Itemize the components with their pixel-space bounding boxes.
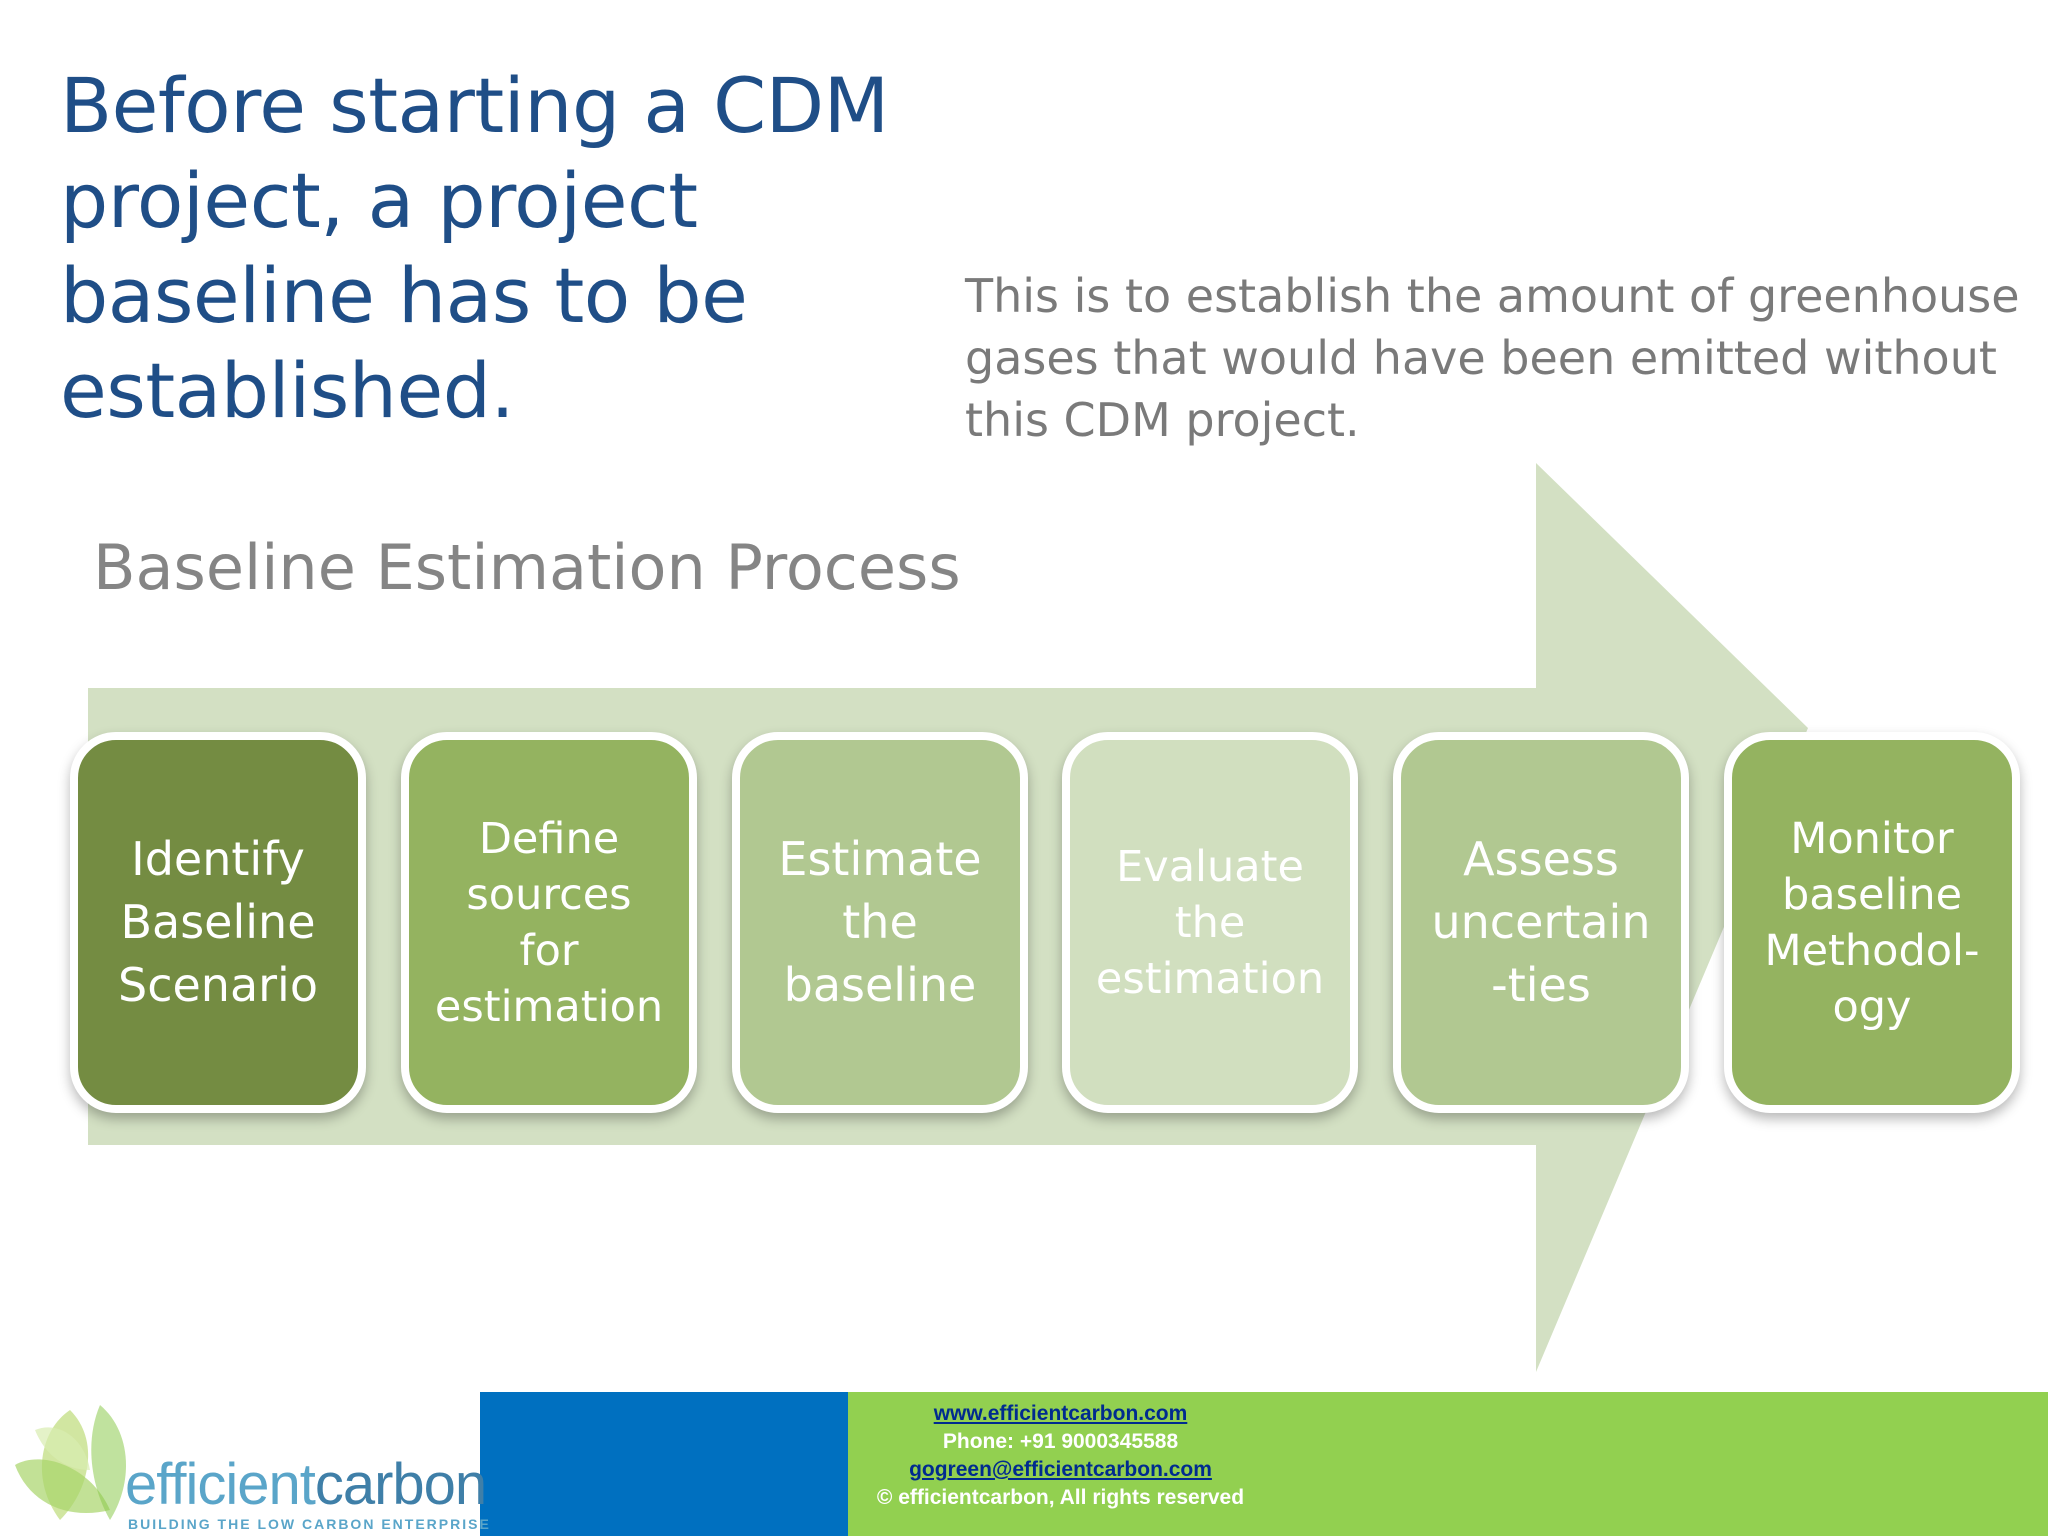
contact-info: www.efficientcarbon.com Phone: +91 90003… [848, 1400, 1273, 1512]
step-label: Evaluate the estimation [1095, 841, 1325, 1004]
logo-word-carbon: carbon [314, 1452, 487, 1517]
step-label: Define sources for estimation [434, 813, 664, 1032]
logo-tagline: BUILDING THE LOW CARBON ENTERPRISE [128, 1516, 491, 1532]
step-identify-baseline-scenario: Identify Baseline Scenario [70, 732, 366, 1113]
step-evaluate-estimation: Evaluate the estimation [1062, 732, 1358, 1113]
step-label: Identify Baseline Scenario [118, 832, 318, 1012]
step-label: Monitor baseline Methodol- ogy [1764, 813, 1980, 1032]
phone-number: Phone: +91 9000345588 [942, 1430, 1179, 1453]
step-assess-uncertainties: Assess uncertain -ties [1393, 732, 1689, 1113]
footer-green-band [848, 1392, 2048, 1536]
logo-word-efficient: efficient [125, 1452, 316, 1517]
step-estimate-baseline: Estimate the baseline [732, 732, 1028, 1113]
slide-title: Before starting a CDM project, a project… [60, 61, 889, 435]
email-link[interactable]: gogreen@efficientcarbon.com [909, 1458, 1212, 1481]
step-monitor-methodology: Monitor baseline Methodol- ogy [1724, 732, 2020, 1113]
step-label: Assess uncertain -ties [1431, 832, 1651, 1012]
logo-wordmark: efficientcarbon [125, 1452, 487, 1517]
slide-subtitle: This is to establish the amount of green… [965, 269, 2020, 447]
leaf-logo-icon [15, 1405, 127, 1520]
footer-blue-band [480, 1392, 848, 1536]
process-heading: Baseline Estimation Process [93, 531, 961, 604]
step-label: Estimate the baseline [778, 832, 982, 1012]
step-define-sources: Define sources for estimation [401, 732, 697, 1113]
copyright-text: © efficientcarbon, All rights reserved [876, 1486, 1245, 1509]
website-link[interactable]: www.efficientcarbon.com [933, 1402, 1188, 1425]
